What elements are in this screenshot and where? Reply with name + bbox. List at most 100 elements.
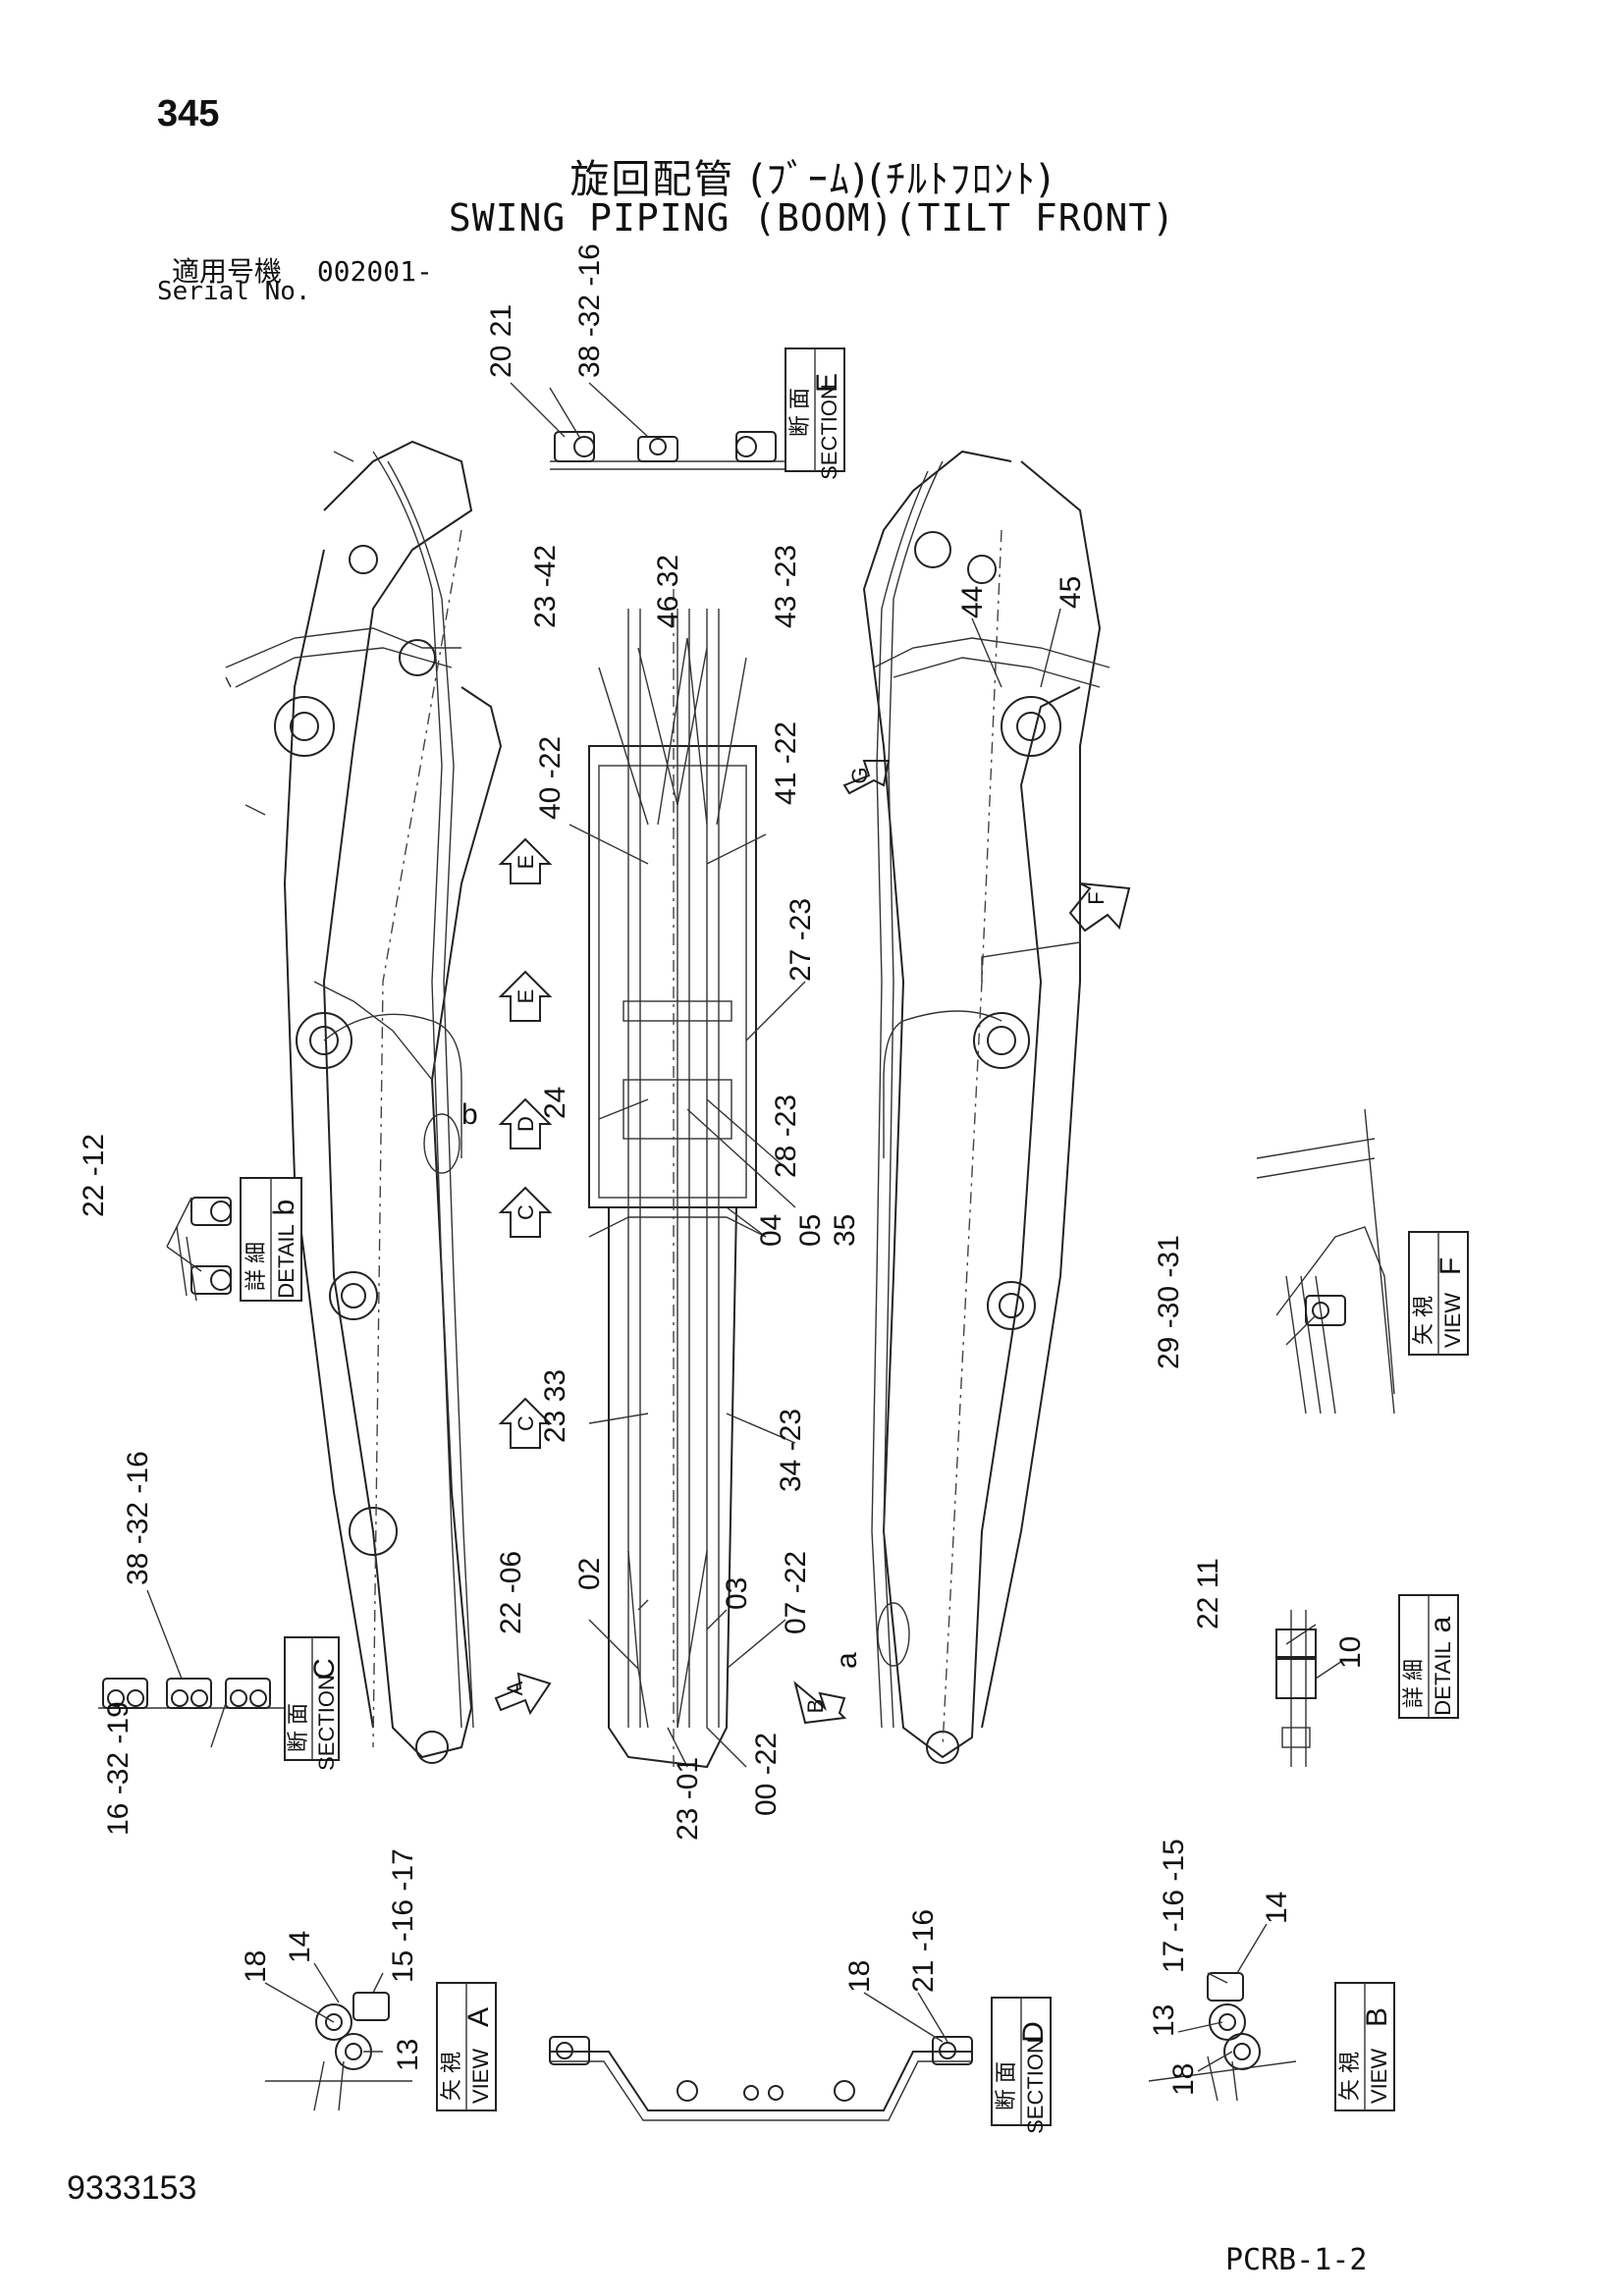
callout-03: 03 xyxy=(721,1577,753,1610)
section-c-box-jp: 断 面 xyxy=(286,1703,310,1752)
callout-detail-a-parts: 22 11 xyxy=(1192,1558,1224,1629)
view-arrow-b: B xyxy=(793,1681,847,1725)
callout-27: 27 -23 xyxy=(785,898,817,982)
callout-45: 45 xyxy=(1055,576,1087,609)
view-arrow-g: G xyxy=(842,760,891,795)
detail-marker-b-label: b xyxy=(461,1098,478,1131)
callout-section-e-left: 20 21 xyxy=(485,304,517,378)
callout-02: 02 xyxy=(573,1558,606,1590)
view-a-box-letter: A xyxy=(462,2007,495,2027)
callout-44: 44 xyxy=(956,586,989,618)
view-f-box-letter: F xyxy=(1435,1257,1467,1275)
callout-34: 34 -23 xyxy=(775,1409,807,1492)
section-d-box-letter: D xyxy=(1017,2021,1050,2043)
serial-label-english: Serial No. xyxy=(157,277,311,306)
view-arrow-e-lower-label: E xyxy=(514,989,538,1004)
detail-b-drawing xyxy=(176,1197,232,1302)
detail-a-box-en: DETAIL xyxy=(1431,1641,1455,1715)
detail-b-box: 詳 細 DETAIL b xyxy=(240,1177,302,1302)
section-c-box-en: SECTION xyxy=(314,1675,339,1771)
view-arrow-a: A xyxy=(494,1672,552,1716)
callout-top-mid-pair: 46 32 xyxy=(652,555,684,628)
callout-view-f-parts: 29 -30 -31 xyxy=(1153,1235,1185,1369)
view-b-box-letter: B xyxy=(1361,2007,1393,2027)
view-arrow-g-label: G xyxy=(847,767,872,783)
view-f-box-en: VIEW xyxy=(1440,1293,1465,1348)
serial-value: 002001- xyxy=(316,255,433,288)
detail-a-box-letter: a xyxy=(1425,1616,1457,1632)
view-arrow-d-label: D xyxy=(514,1116,538,1132)
callout-view-b-14: 14 xyxy=(1261,1892,1293,1924)
callout-detail-b-parts: 22 -12 xyxy=(78,1134,110,1217)
section-d-box-jp: 断 面 xyxy=(994,2061,1018,2110)
view-f-box: 矢 視 VIEW F xyxy=(1408,1231,1469,1356)
callout-view-a-15: 15 -16 -17 xyxy=(387,1848,419,1983)
callout-24: 24 xyxy=(539,1087,571,1119)
view-b-box-jp: 矢 視 xyxy=(1337,2052,1362,2101)
page-title-japanese: 旋回配管 (ﾌﾞｰﾑ)(ﾁﾙﾄﾌﾛﾝﾄ) xyxy=(569,157,1055,202)
detail-b-box-en: DETAIL xyxy=(274,1224,298,1298)
section-d-box: 断 面 SECTION D xyxy=(991,1997,1052,2134)
callout-top-right-pair: 43 -23 xyxy=(770,545,802,628)
leader-lines xyxy=(146,382,1346,2072)
part-callouts: 20 21 38 -32 -16 23 -42 46 32 43 -23 40 … xyxy=(78,243,1367,2096)
view-arrow-b-label: B xyxy=(803,1699,828,1714)
drawing-number: 9333153 xyxy=(67,2169,197,2207)
page-title-english: SWING PIPING (BOOM)(TILT FRONT) xyxy=(448,196,1176,240)
serial-label-japanese: 適用号機 xyxy=(172,255,283,288)
detail-b-box-jp: 詳 細 xyxy=(244,1242,268,1291)
view-arrow-e-upper-label: E xyxy=(514,855,538,870)
detail-a-drawing xyxy=(1275,1610,1317,1767)
callout-23-01: 23 -01 xyxy=(672,1757,704,1841)
view-arrow-c-lower-label: C xyxy=(514,1415,538,1431)
callout-section-c-top: 38 -32 -16 xyxy=(122,1451,154,1585)
detail-b-box-letter: b xyxy=(268,1200,300,1216)
callout-view-a-14: 14 xyxy=(284,1931,316,1963)
view-arrow-a-label: A xyxy=(503,1681,527,1695)
detail-a-box-jp: 詳 細 xyxy=(1401,1659,1426,1708)
callout-section-d-21: 21 -16 xyxy=(907,1909,940,1993)
view-b-box-en: VIEW xyxy=(1367,2049,1391,2104)
sheet-code: PCRB-1-2 xyxy=(1225,2243,1368,2277)
section-e-box: 断 面 SECTION E xyxy=(785,347,845,480)
callout-22-06: 22 -06 xyxy=(495,1551,527,1634)
callout-04: 04 xyxy=(755,1214,787,1247)
view-b-box: 矢 視 VIEW B xyxy=(1334,1982,1395,2111)
serial-range: 適用号機 002001- xyxy=(172,250,433,290)
callout-05: 05 xyxy=(794,1214,827,1247)
view-b-drawing xyxy=(1148,1972,1297,2102)
view-arrow-e-lower: E xyxy=(498,970,553,1022)
callout-00-22: 00 -22 xyxy=(750,1733,783,1816)
callout-07-22: 07 -22 xyxy=(780,1551,812,1634)
detail-marker-a: a xyxy=(831,1602,910,1669)
view-arrow-e-upper: E xyxy=(498,837,553,884)
section-e-drawing xyxy=(550,431,805,470)
section-d-box-en: SECTION xyxy=(1023,2038,1048,2134)
view-arrow-f-label: F xyxy=(1084,891,1109,904)
view-f-drawing xyxy=(1256,1108,1395,1415)
callout-view-b-13: 13 xyxy=(1148,2004,1180,2037)
callout-41: 41 -22 xyxy=(770,721,802,805)
callout-section-c-bottom: 16 -32 -19 xyxy=(102,1701,135,1836)
section-c-box-letter: C xyxy=(308,1658,341,1680)
view-f-box-jp: 矢 視 xyxy=(1411,1296,1435,1345)
view-a-drawing xyxy=(265,1992,412,2111)
callout-view-b-17: 17 -16 -15 xyxy=(1158,1839,1190,1973)
callout-section-d-18: 18 xyxy=(843,1960,876,1993)
view-arrow-f: F xyxy=(981,882,1131,982)
view-arrow-c-lower: C xyxy=(498,1397,553,1449)
view-arrow-d: D xyxy=(498,1097,553,1149)
callout-35: 35 xyxy=(829,1214,861,1247)
callout-28: 28 -23 xyxy=(770,1095,802,1178)
section-d-drawing xyxy=(549,2036,973,2121)
view-a-box-jp: 矢 視 xyxy=(439,2052,463,2101)
detail-marker-b: b xyxy=(423,1098,478,1174)
view-arrow-c-upper-label: C xyxy=(514,1204,538,1220)
callout-top-left-pair: 23 -42 xyxy=(529,545,562,628)
left-boom-drawing xyxy=(225,440,503,1764)
callout-view-a-18: 18 xyxy=(240,1950,272,1983)
view-a-box-en: VIEW xyxy=(468,2049,493,2104)
view-arrow-c-upper: C xyxy=(498,1186,553,1238)
center-arm-drawing xyxy=(588,589,767,1769)
